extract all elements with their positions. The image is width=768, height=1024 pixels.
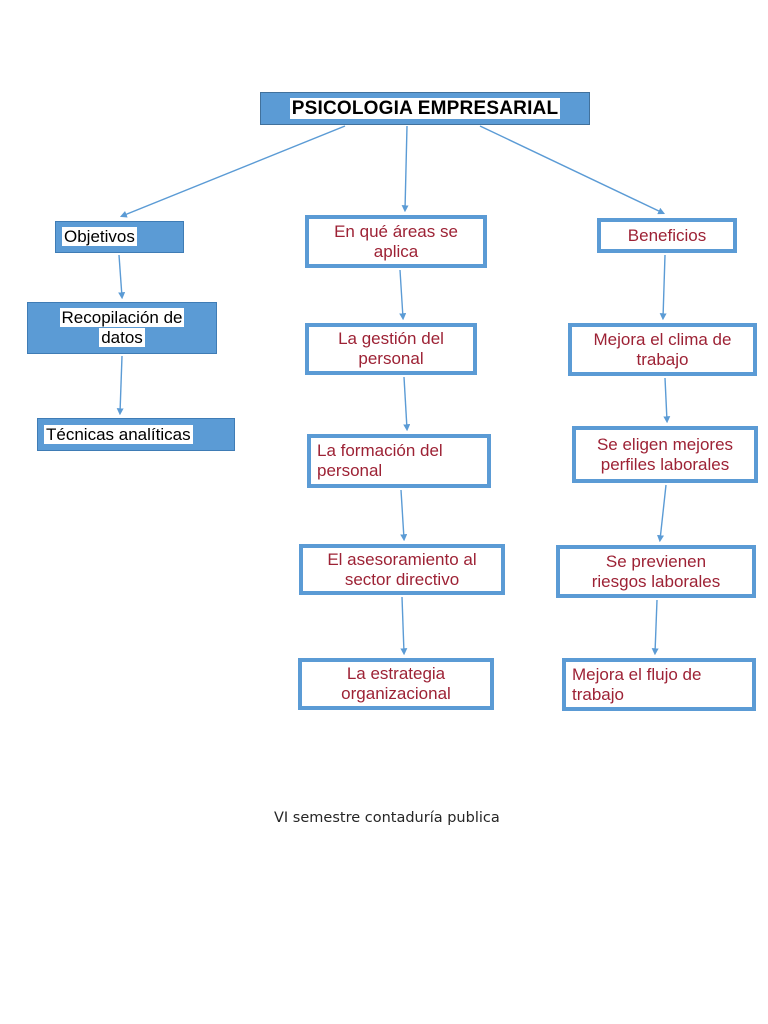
node-la-estrategia-organizacional-line-2: organizacional (308, 684, 484, 704)
connector-riesgos-to-flujo (651, 599, 659, 656)
node-la-formacion-del-personal-text-1: La formación del (317, 441, 443, 460)
node-la-gestion-del-personal-line-2: personal (315, 349, 467, 369)
node-la-estrategia-organizacional-line-1: La estrategia (308, 664, 484, 684)
connector-objetivos-to-recopilacion (118, 254, 126, 300)
node-root[interactable]: PSICOLOGIA EMPRESARIAL (260, 92, 590, 125)
node-mejora-el-clima-de-trabajo-text-2: trabajo (636, 349, 689, 369)
node-objetivos[interactable]: Objetivos (55, 221, 184, 253)
node-recopilacion-de-datos-line-1: Recopilación de (34, 308, 210, 328)
node-se-previenen-riesgos-laborales-text-2: riesgos laborales (591, 571, 721, 591)
node-mejora-el-flujo-de-trabajo-line-2: trabajo (572, 685, 746, 705)
node-se-previenen-riesgos-laborales-text-1: Se previenen (605, 551, 707, 571)
node-mejora-el-clima-de-trabajo-line-1: Mejora el clima de (578, 330, 747, 350)
node-recopilacion-de-datos-text-2: datos (99, 328, 145, 347)
node-mejora-el-flujo-de-trabajo-text-2: trabajo (572, 684, 624, 704)
node-se-eligen-mejores-perfiles-laborales-line-1: Se eligen mejores (582, 435, 748, 455)
node-objetivos-text-1: Objetivos (62, 227, 137, 246)
connector-formacion-to-asesoramiento (400, 489, 408, 542)
node-objetivos-line-1: Objetivos (62, 227, 177, 247)
node-la-gestion-del-personal-text-2: personal (358, 349, 424, 368)
node-tecnicas-analiticas-text-1: Técnicas analíticas (44, 424, 193, 444)
node-beneficios[interactable]: Beneficios (597, 218, 737, 253)
node-root-line-1: PSICOLOGIA EMPRESARIAL (271, 97, 579, 120)
node-en-que-areas-se-aplica-text-2: aplica (373, 241, 419, 261)
connector-root-to-areas (401, 125, 409, 213)
connector-beneficios-to-clima (659, 254, 667, 321)
node-beneficios-text-1: Beneficios (627, 225, 707, 245)
node-la-estrategia-organizacional-text-2: organizacional (341, 684, 451, 703)
node-tecnicas-analiticas-line-1: Técnicas analíticas (44, 424, 228, 445)
node-se-previenen-riesgos-laborales-line-2: riesgos laborales (566, 572, 746, 592)
connector-root-to-objetivos (119, 125, 346, 218)
node-en-que-areas-se-aplica-text-1: En qué áreas se (334, 221, 458, 241)
node-mejora-el-clima-de-trabajo-line-2: trabajo (578, 350, 747, 370)
node-se-eligen-mejores-perfiles-laborales-text-1: Se eligen mejores (596, 434, 734, 454)
node-la-gestion-del-personal-text-1: La gestión del (338, 329, 444, 348)
connector-perfiles-to-riesgos (657, 484, 667, 543)
node-recopilacion-de-datos-text-1: Recopilación de (59, 308, 185, 327)
node-la-gestion-del-personal-line-1: La gestión del (315, 329, 467, 349)
connector-recopilacion-to-tecnicas (116, 355, 124, 416)
node-recopilacion-de-datos-line-2: datos (34, 328, 210, 348)
node-root-text-1: PSICOLOGIA EMPRESARIAL (289, 97, 561, 119)
node-beneficios-line-1: Beneficios (607, 226, 727, 246)
node-en-que-areas-se-aplica-line-2: aplica (315, 242, 477, 262)
footer-caption: VI semestre contaduría publica (274, 810, 500, 826)
node-se-previenen-riesgos-laborales-line-1: Se previenen (566, 552, 746, 572)
node-se-eligen-mejores-perfiles-laborales-line-2: perfiles laborales (582, 455, 748, 475)
connector-asesoramiento-to-estrategia (400, 596, 408, 656)
node-la-formacion-del-personal-line-2: personal (317, 461, 481, 481)
node-en-que-areas-se-aplica-line-1: En qué áreas se (315, 222, 477, 242)
node-se-eligen-mejores-perfiles-laborales-text-2: perfiles laborales (600, 454, 730, 474)
node-el-asesoramiento-al-sector-directivo-line-1: El asesoramiento al (309, 550, 495, 570)
node-tecnicas-analiticas[interactable]: Técnicas analíticas (37, 418, 235, 451)
connector-gestion-to-formacion (403, 376, 411, 432)
node-mejora-el-flujo-de-trabajo-text-1: Mejora el flujo de (572, 664, 702, 684)
node-la-formacion-del-personal-text-2: personal (317, 461, 383, 480)
connector-clima-to-perfiles (663, 377, 671, 424)
node-el-asesoramiento-al-sector-directivo-text-2: sector directivo (344, 569, 460, 589)
node-la-estrategia-organizacional-text-1: La estrategia (346, 664, 446, 683)
node-la-formacion-del-personal-line-1: La formación del (317, 441, 481, 461)
node-el-asesoramiento-al-sector-directivo-line-2: sector directivo (309, 570, 495, 590)
connector-areas-to-gestion (399, 269, 407, 321)
node-el-asesoramiento-al-sector-directivo-text-1: El asesoramiento al (327, 549, 477, 569)
node-mejora-el-flujo-de-trabajo-line-1: Mejora el flujo de (572, 665, 746, 685)
connector-root-to-beneficios (479, 125, 666, 215)
node-mejora-el-clima-de-trabajo-text-1: Mejora el clima de (593, 329, 732, 349)
